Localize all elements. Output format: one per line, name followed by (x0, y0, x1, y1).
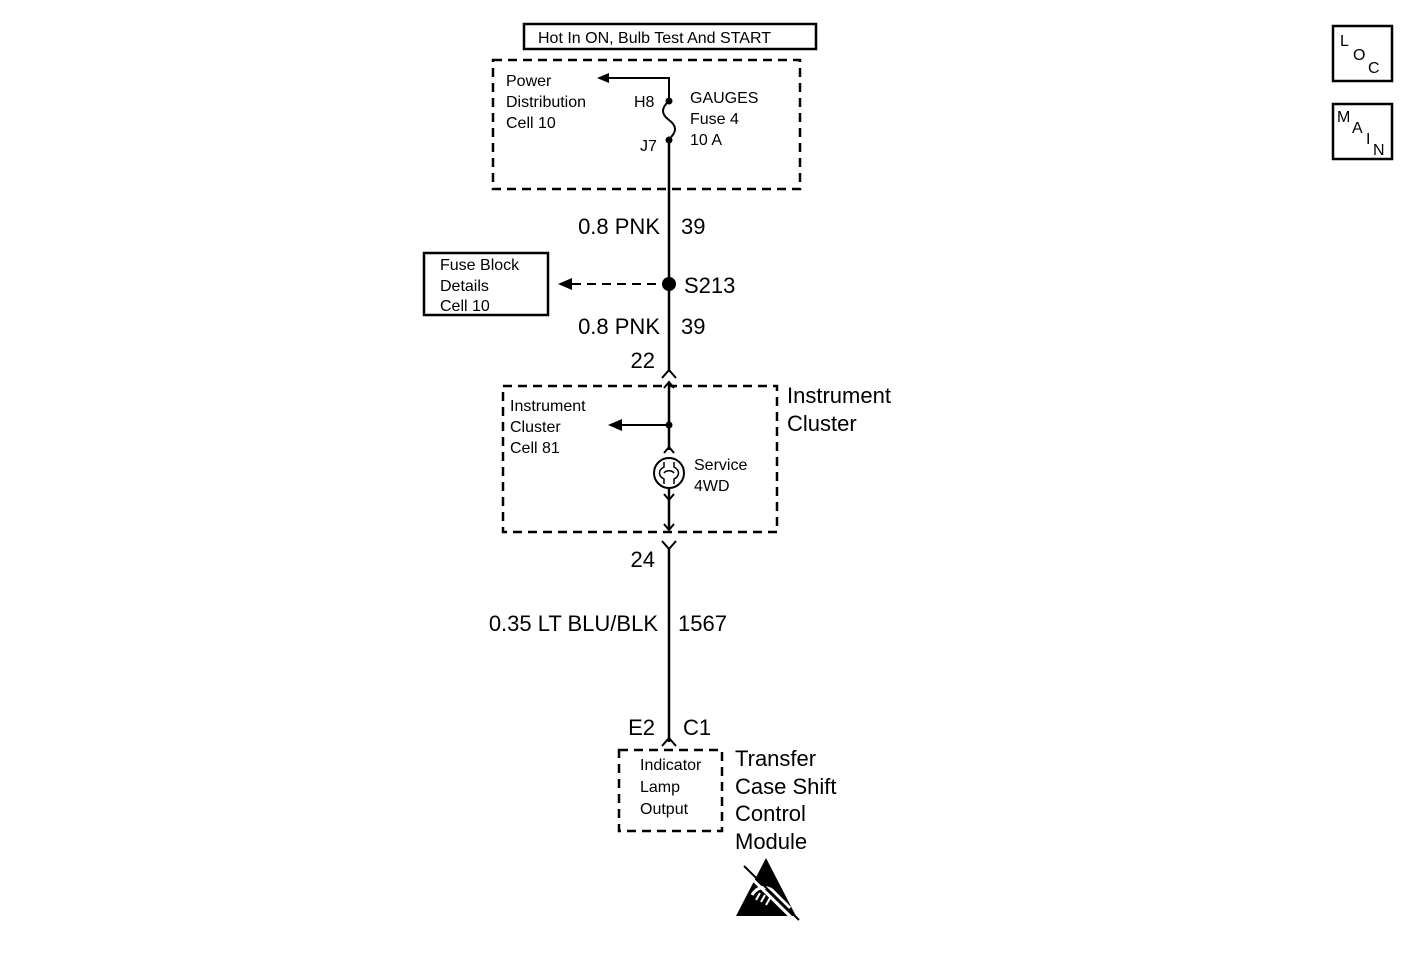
ic-ref-line2: Cluster (510, 419, 561, 436)
power-distribution-box: Power Distribution Cell 10 H8 J7 GAUGES … (491, 58, 802, 191)
module-circuit-line1: Indicator (640, 757, 702, 774)
fuse-rating: 10 A (690, 132, 722, 149)
ic-name-line1: Instrument (787, 383, 891, 408)
main-letter-m: M (1337, 109, 1350, 126)
module-circuit-line3: Output (640, 801, 689, 818)
esd-warning-icon (736, 858, 800, 924)
fuse-block-line2: Details (440, 278, 489, 295)
power-dist-arrowhead (597, 73, 609, 83)
loc-letter-l: L (1340, 33, 1349, 50)
instrument-cluster-box: Instrument Cluster Cell 81 Service 4WD (501, 380, 779, 534)
fuse-icon (662, 100, 676, 140)
main-letter-a: A (1352, 120, 1363, 137)
module-pin-c1-label: C1 (683, 715, 711, 740)
connector-24-icon (661, 540, 677, 551)
module-pin-e2-label: E2 (628, 715, 655, 740)
loc-letter-c: C (1368, 60, 1380, 77)
bulb-icon (653, 457, 685, 489)
ic-ref-line3: Cell 81 (510, 440, 560, 457)
pin-h8-label: H8 (634, 94, 655, 111)
ic-name-line2: Cluster (787, 411, 857, 436)
lamp-label-line2: 4WD (694, 478, 730, 495)
fuse-name: GAUGES (690, 90, 758, 107)
connector-22-icon (661, 368, 677, 379)
fuse-block-line3: Cell 10 (440, 298, 490, 315)
wire3-circuit-label: 1567 (678, 611, 727, 636)
wire1-circuit-label: 39 (681, 214, 705, 239)
fuse-block-line1: Fuse Block (440, 257, 520, 274)
fuse-block-ref-box[interactable]: Fuse Block Details Cell 10 (422, 251, 550, 317)
module-connector-icon (661, 736, 677, 747)
loc-button[interactable]: L O C (1331, 24, 1394, 83)
module-name-line4: Module (735, 829, 807, 854)
main-letter-n: N (1373, 142, 1385, 159)
power-dist-ref-arrow (604, 77, 670, 100)
transfer-case-module-box: Indicator Lamp Output (617, 748, 724, 833)
module-name-line3: Control (735, 801, 806, 826)
fuse-number: Fuse 4 (690, 111, 739, 128)
lamp-label-line1: Service (694, 457, 747, 474)
wire1-color-label: 0.8 PNK (578, 214, 660, 239)
module-circuit-line2: Lamp (640, 779, 680, 796)
module-name-line2: Case Shift (735, 774, 837, 799)
ic-ref-arrowhead (608, 419, 622, 431)
fuse-block-arrowhead (558, 278, 572, 290)
title-box: Hot In ON, Bulb Test And START (522, 22, 818, 51)
module-name-line1: Transfer (735, 746, 816, 771)
power-dist-ref-line1: Power (506, 73, 552, 90)
power-dist-ref-line3: Cell 10 (506, 115, 556, 132)
connector-24-label: 24 (631, 547, 655, 572)
ic-ref-line1: Instrument (510, 398, 586, 415)
main-letter-i: I (1366, 131, 1370, 148)
power-dist-ref-line2: Distribution (506, 94, 586, 111)
loc-letter-o: O (1353, 47, 1365, 64)
wire2-circuit-label: 39 (681, 314, 705, 339)
wire2-color-label: 0.8 PNK (578, 314, 660, 339)
connector-22-label: 22 (631, 348, 655, 373)
splice-label: S213 (684, 273, 735, 298)
main-button[interactable]: M A I N (1331, 102, 1394, 161)
pin-j7-label: J7 (640, 138, 657, 155)
wire3-color-label: 0.35 LT BLU/BLK (489, 611, 659, 636)
title-text: Hot In ON, Bulb Test And START (538, 30, 771, 47)
splice-s213-dot (662, 277, 676, 291)
